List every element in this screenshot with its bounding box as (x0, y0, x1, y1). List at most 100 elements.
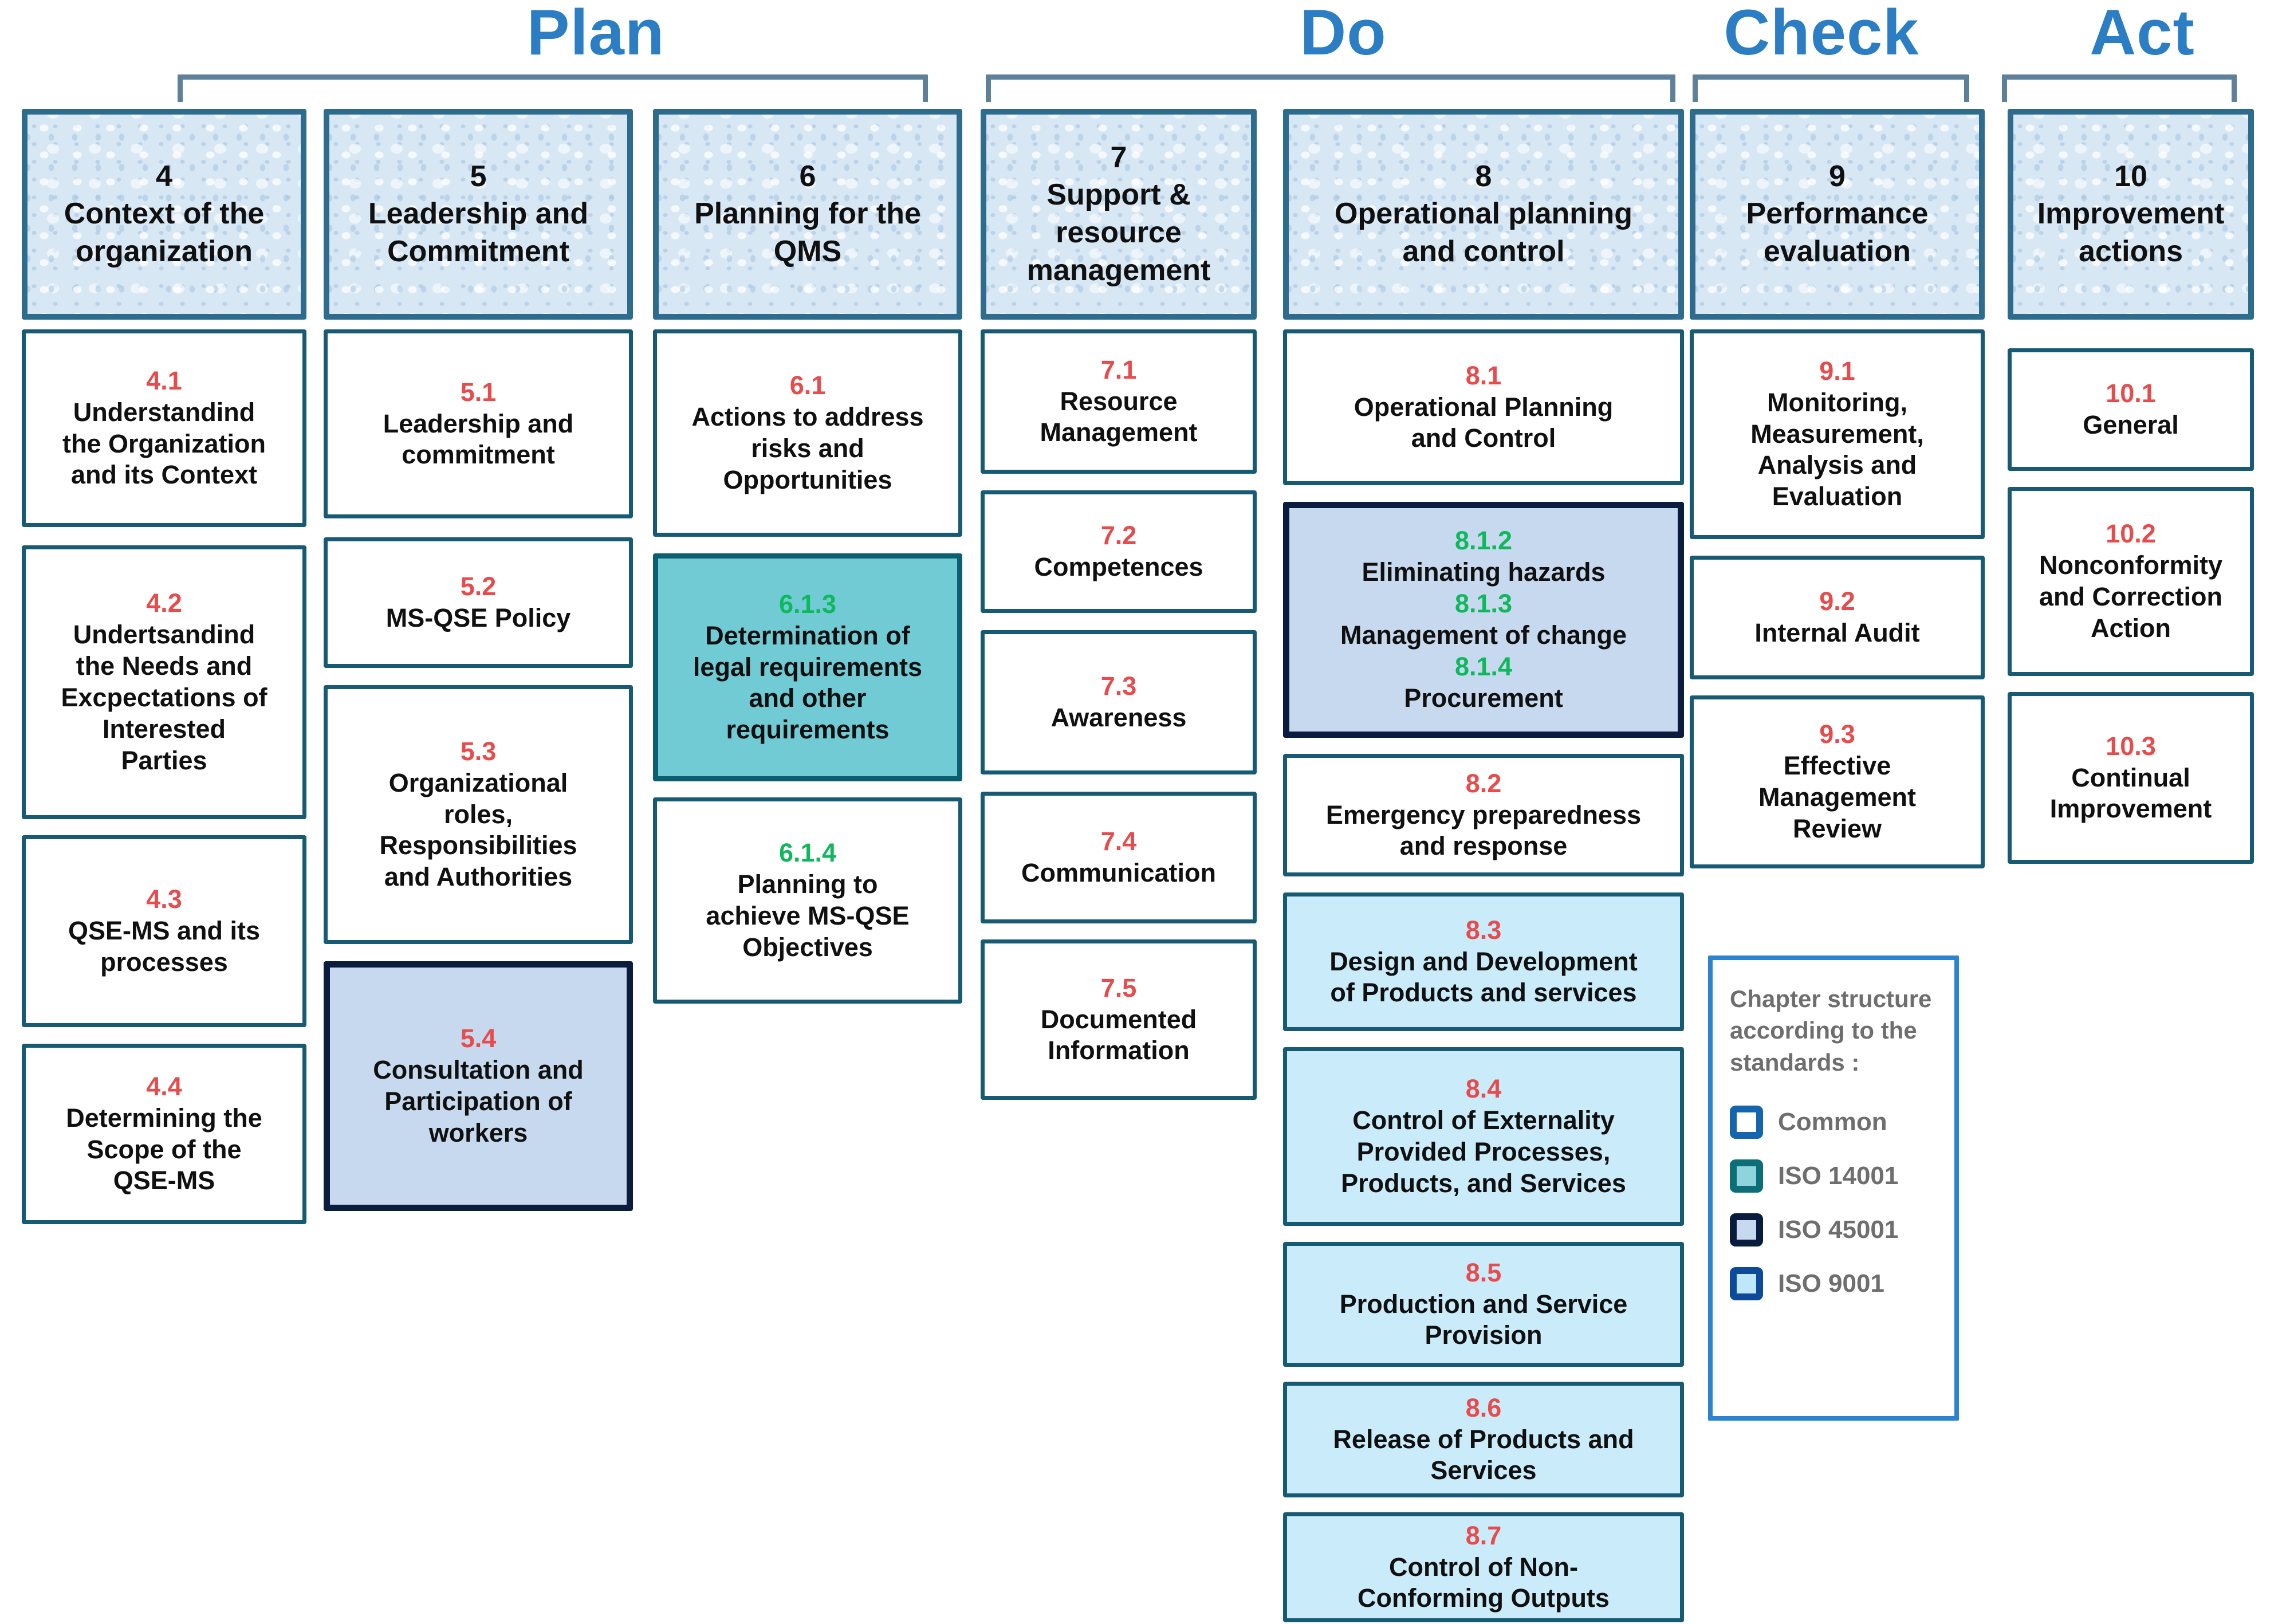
chapter-number-10.2: 10.2 (2106, 519, 2156, 549)
column-header-title: Improvement actions (2037, 197, 2225, 268)
chapter-number-5.2: 5.2 (460, 572, 497, 601)
chapter-label-6.1: Actions to address risks and Opportuniti… (691, 402, 924, 494)
chapter-label-9.2: Internal Audit (1754, 618, 1920, 647)
chapter-number-4.1: 4.1 (146, 365, 182, 395)
chapter-label-5.3: Organizational roles, Responsibilities a… (379, 768, 577, 892)
chapter-number-9.3: 9.3 (1819, 719, 1855, 749)
chapter-label-8.1.4: Procurement (1404, 683, 1563, 713)
chapter-label-6.1.4: Planning to achieve MS-QSE Objectives (706, 870, 910, 962)
chapter-label-4.1: Understandind the Organization and its C… (62, 397, 266, 490)
legend-item-label: ISO 9001 (1778, 1269, 1884, 1298)
chapter-number-8.2: 8.2 (1465, 768, 1502, 798)
chapter-number-9.1: 9.1 (1819, 356, 1855, 386)
chapter-number-4.3: 4.3 (146, 884, 182, 914)
legend-item-label: Common (1778, 1108, 1887, 1137)
pdca-title-check: Check (1724, 0, 1919, 68)
column-header-title: Support & resource management (1026, 178, 1211, 287)
chapter-label-6.1.3: Determination of legal requirements and … (693, 620, 923, 745)
column-header-title: Planning for the QMS (694, 197, 921, 268)
chapter-number-7.4: 7.4 (1100, 827, 1137, 856)
chapter-label-9.3: Effective Management Review (1758, 751, 1917, 843)
pdca-bracket-do (986, 74, 1675, 102)
chapter-label-10.1: General (2083, 410, 2179, 439)
chapter-label-8.3: Design and Development of Products and s… (1329, 946, 1638, 1008)
chapter-label-4.3: QSE-MS and its processes (68, 916, 261, 977)
chapter-number-10.3: 10.3 (2106, 731, 2156, 761)
column-header-number: 10 (2114, 159, 2147, 193)
column-header-number: 4 (156, 159, 172, 193)
chapter-label-7.5: Documented Information (1040, 1004, 1197, 1065)
column-header-number: 9 (1829, 159, 1846, 193)
chapter-label-7.1: Resource Management (1040, 386, 1198, 447)
legend-swatch-iso9001-icon (1730, 1267, 1763, 1301)
chapter-number-8.7: 8.7 (1465, 1520, 1502, 1550)
chapter-label-8.7: Control of Non- Conforming Outputs (1358, 1552, 1610, 1613)
column-header-number: 5 (470, 159, 487, 193)
legend-item-iso9001: ISO 9001 (1730, 1267, 1939, 1301)
chapter-number-5.4: 5.4 (460, 1024, 497, 1053)
chapter-label-7.3: Awareness (1050, 703, 1187, 732)
chapter-number-6.1: 6.1 (789, 371, 826, 400)
column-header-number: 7 (1110, 140, 1127, 174)
column-header-number: 6 (799, 159, 816, 193)
chapter-label-10.3: Continual Improvement (2049, 762, 2212, 824)
legend-item-label: ISO 45001 (1778, 1216, 1899, 1244)
chapter-number-9.2: 9.2 (1819, 587, 1855, 616)
pdca-title-plan: Plan (526, 0, 665, 68)
chapter-number-10.1: 10.1 (2106, 379, 2156, 408)
chapter-label-8.6: Release of Products and Services (1333, 1424, 1634, 1485)
column-header-number: 8 (1475, 159, 1492, 193)
legend-item-iso45001: ISO 45001 (1730, 1213, 1939, 1247)
chapter-label-4.2: Undertsandind the Needs and Excpectation… (61, 620, 267, 775)
column-header-title: Operational planning and control (1334, 197, 1633, 268)
legend-item-label: ISO 14001 (1778, 1162, 1899, 1190)
column-header-title: Leadership and Commitment (368, 197, 589, 268)
chapter-label-8.1.3: Management of change (1340, 620, 1627, 650)
chapter-label-4.4: Determining the Scope of the QSE-MS (66, 1103, 262, 1196)
chapter-label-7.2: Competences (1034, 552, 1203, 581)
chapter-number-7.1: 7.1 (1100, 355, 1137, 384)
chapter-label-10.2: Nonconformity and Correction Action (2039, 550, 2223, 643)
column-header-title: Performance evaluation (1746, 197, 1929, 268)
chapter-label-8.2: Emergency preparedness and response (1325, 800, 1642, 861)
chapter-number-7.3: 7.3 (1100, 671, 1137, 701)
pdca-bracket-check (1693, 74, 1969, 102)
chapter-number-7.2: 7.2 (1100, 521, 1137, 550)
chapter-number-5.3: 5.3 (460, 736, 497, 766)
column-header-title: Context of the organization (64, 197, 265, 268)
pdca-title-act: Act (2090, 0, 2195, 68)
chapter-label-8.4: Control of Externality Provided Processe… (1341, 1106, 1626, 1198)
legend-swatch-common-icon (1730, 1106, 1763, 1139)
chapter-number-7.5: 7.5 (1100, 973, 1137, 1002)
legend-item-common: Common (1730, 1106, 1939, 1139)
chapter-number-4.4: 4.4 (146, 1071, 182, 1101)
chapter-number-6.1.4: 6.1.4 (778, 838, 837, 868)
chapter-label-9.1: Monitoring, Measurement, Analysis and Ev… (1750, 387, 1924, 512)
chapter-number-6.1.3: 6.1.3 (778, 589, 837, 619)
legend: Chapter structure according to the stand… (1708, 955, 1959, 1421)
